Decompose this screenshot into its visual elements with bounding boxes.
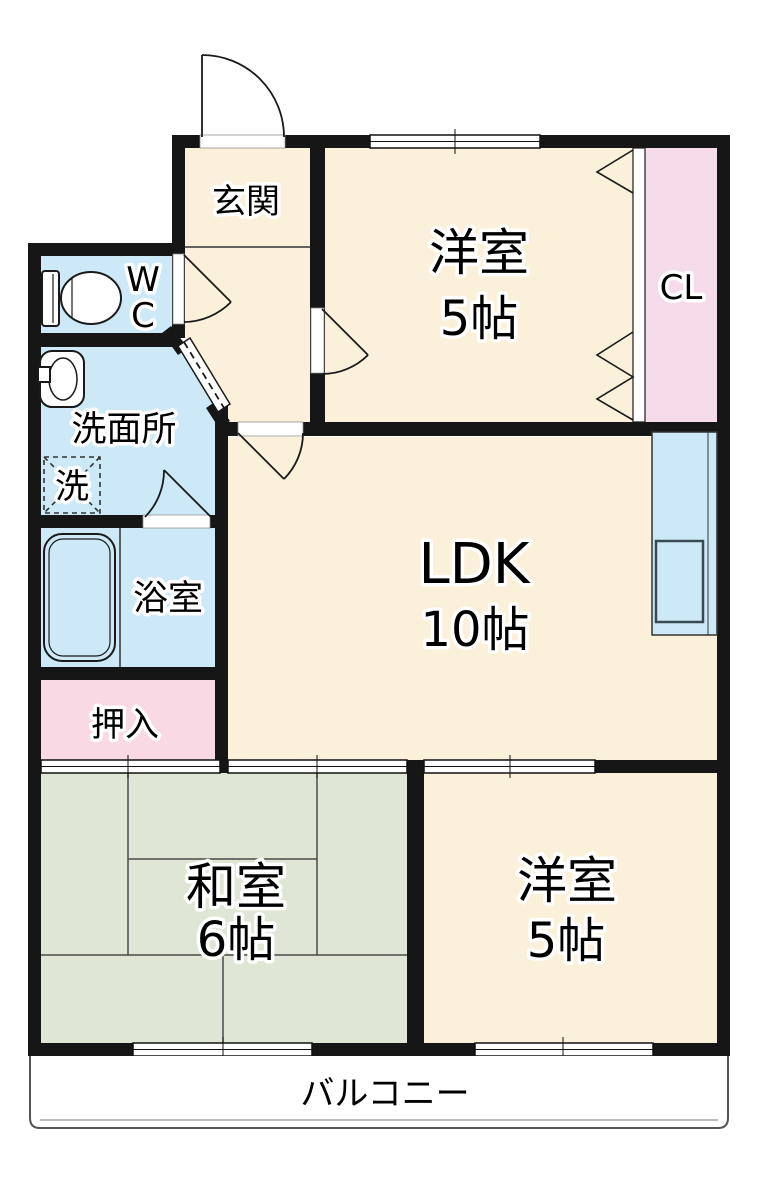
ldk-door-swing (283, 432, 304, 480)
oshiire-label: 押入 (91, 705, 159, 745)
wall-diagonal-stub (206, 401, 230, 428)
washitsu-label: 和室 (186, 858, 286, 916)
wall (210, 515, 228, 528)
wc-label-c: C (131, 296, 155, 336)
entrance-door-swing (201, 54, 285, 138)
wall (28, 515, 143, 528)
room-labels: 玄関 W C 洋室 5帖 CL 洗面所 洗 浴室 押入 LDK 10帖 和室 6… (52, 179, 706, 1118)
wall (285, 135, 370, 148)
laundry-label: 洗 (55, 467, 89, 507)
balcony-label: バルコニー (300, 1074, 469, 1114)
western-room-bottom-floor (424, 773, 717, 1043)
wall (28, 667, 228, 680)
washitsu-size: 6帖 (197, 912, 276, 968)
wall (595, 760, 717, 773)
door-openings (142, 134, 325, 529)
ldk-door-leaf (237, 432, 285, 480)
western-top-size: 5帖 (440, 291, 519, 347)
balcony (29, 1056, 729, 1129)
wall (303, 422, 730, 436)
bathtub-inner (48, 538, 111, 657)
toilet-tank-icon (41, 270, 60, 327)
washing-machine-pan (43, 456, 101, 514)
walls (28, 135, 730, 1056)
wall (540, 135, 730, 148)
wall (310, 148, 325, 423)
wc-label-w: W (126, 260, 160, 300)
western-top-label: 洋室 (429, 224, 529, 282)
wall (717, 135, 730, 1056)
western-bottom-label: 洋室 (517, 852, 617, 910)
ldk-floor (228, 437, 717, 760)
doors (144, 54, 646, 518)
wall (215, 400, 228, 772)
washbasin-tap (37, 366, 51, 383)
wall (28, 333, 180, 347)
balcony-outline (29, 1056, 729, 1129)
ldk-label: LDK (418, 532, 530, 597)
wc-door-opening (172, 253, 185, 325)
wall (653, 1043, 730, 1056)
western-room-top-floor (325, 148, 633, 422)
fixtures (37, 270, 718, 667)
bathroom-floor (41, 528, 215, 667)
bathroom-door-swing (144, 469, 165, 518)
western-top-door-leaf (321, 308, 369, 356)
washitsu-floor (41, 773, 407, 1043)
western-top-door-opening (310, 307, 325, 374)
ldk-door-opening (237, 421, 304, 437)
entrance-opening (199, 134, 286, 149)
ldk-size: 10帖 (420, 602, 529, 658)
senmenjo-label: 洗面所 (71, 410, 176, 450)
windows-and-sliders (40, 129, 654, 1062)
western-top-door-swing (321, 354, 369, 375)
closet-door-track (632, 147, 646, 423)
western-bottom-size: 5帖 (527, 913, 606, 969)
closet-folding-door-chevron (595, 149, 634, 194)
closet-folding-door-chevron (595, 331, 635, 421)
closet-cl-floor (645, 148, 717, 422)
wall (28, 1043, 133, 1056)
closet-cl-label: CL (660, 268, 703, 308)
washing-machine-outline (43, 456, 101, 514)
senmenjo-sliding-door-track (183, 341, 225, 409)
wall (28, 243, 41, 1056)
wall (220, 760, 228, 773)
oshiire-floor (41, 680, 215, 760)
wall (312, 1043, 475, 1056)
washing-machine-cross (43, 456, 101, 514)
kitchen-sink (654, 539, 705, 624)
bathtub-icon (43, 533, 116, 662)
bathroom-label: 浴室 (133, 579, 203, 619)
wall (172, 135, 185, 256)
wall (407, 760, 424, 1056)
wc-door-swing (183, 301, 232, 323)
tatami-lines (41, 773, 407, 1043)
genkan-label: 玄関 (212, 182, 280, 222)
bathroom-door-opening (142, 514, 211, 529)
bathroom-door-leaf (163, 469, 212, 518)
kitchen-counter (651, 431, 718, 636)
wc-door-leaf (183, 254, 232, 303)
toilet-bowl-icon (60, 271, 122, 325)
wall (28, 243, 185, 256)
